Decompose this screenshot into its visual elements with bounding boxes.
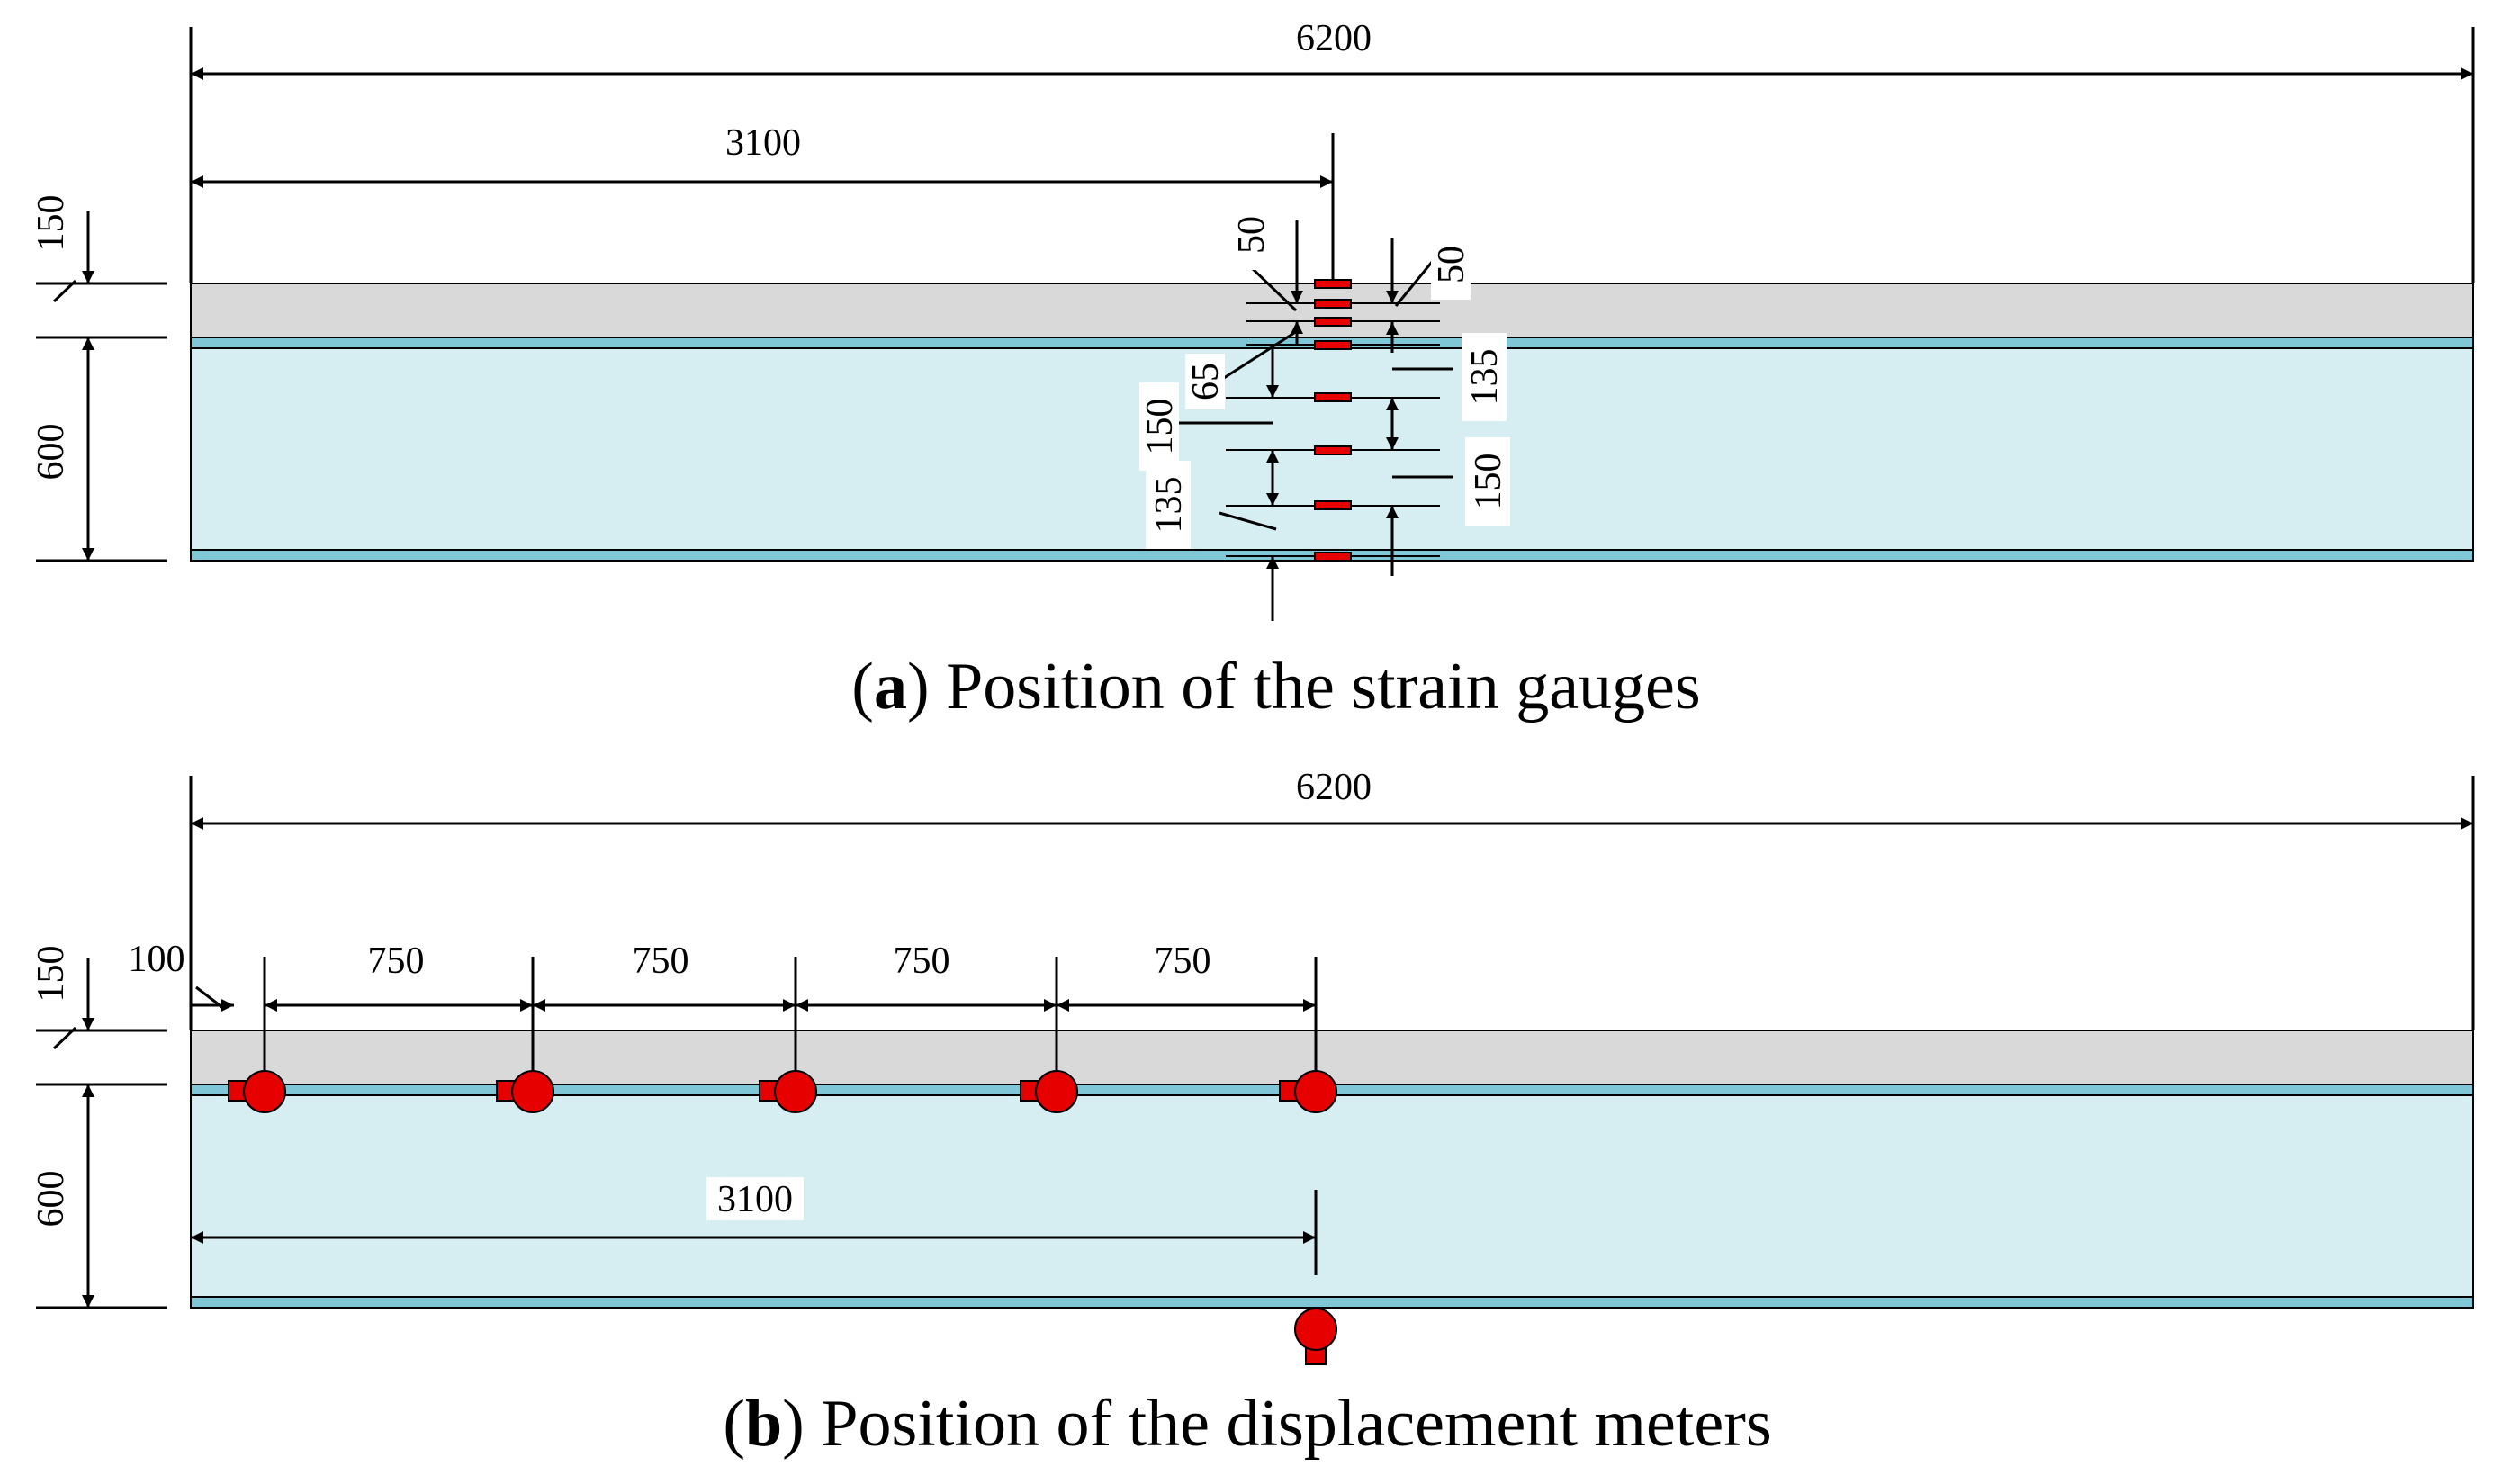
- caption-b: (b) Position of the displacement meters: [723, 1387, 1771, 1461]
- displacement-meter-3: [759, 1070, 817, 1113]
- strain-gauge-1: [1314, 279, 1352, 289]
- label-girder-height-b: 600: [31, 1171, 72, 1228]
- label-gauge-spacing-top-right: 50: [1431, 246, 1472, 283]
- concrete-deck-b: [190, 1030, 2474, 1085]
- concrete-deck-a: [190, 283, 2474, 338]
- dim-deck-thickness-b: [36, 958, 167, 1086]
- strain-gauge-3: [1314, 317, 1352, 327]
- strain-gauge-5: [1314, 392, 1352, 402]
- strain-gauge-2: [1314, 299, 1352, 309]
- label-spacing-2: 750: [633, 940, 689, 982]
- label-gauge-spacing-150-left: 150: [1139, 399, 1181, 455]
- label-gauge-spacing-65: 65: [1185, 363, 1227, 400]
- dim-total-length-a: [189, 27, 2475, 283]
- label-gauge-spacing-135-right: 135: [1464, 349, 1506, 406]
- caption-a: (a) Position of the strain gauges: [851, 650, 1700, 724]
- dim-half-length-a: [191, 133, 1335, 283]
- label-deck-thickness-a: 150: [31, 195, 72, 252]
- dim-deck-thickness-a: [36, 211, 167, 339]
- displacement-meter-1: [228, 1070, 286, 1113]
- label-gauge-spacing-150-right: 150: [1468, 454, 1509, 510]
- label-total-length-a: 6200: [1296, 18, 1372, 59]
- steel-web-b: [190, 1094, 2474, 1298]
- displacement-meters: [228, 1070, 1337, 1365]
- strain-gauge-7: [1314, 500, 1352, 510]
- strain-gauge-8: [1314, 552, 1352, 562]
- label-spacing-4: 750: [1155, 940, 1211, 982]
- dim-chain-left: [1141, 220, 1303, 621]
- label-gauge-spacing-135-left: 135: [1148, 477, 1190, 534]
- dim-half-length-b: [191, 1190, 1318, 1275]
- label-half-length-a: 3100: [725, 122, 801, 164]
- strain-gauge-4: [1314, 340, 1352, 350]
- displacement-meter-4: [1020, 1070, 1078, 1113]
- label-spacing-3: 750: [894, 940, 950, 982]
- label-deck-thickness-b: 150: [31, 946, 72, 1003]
- bottom-flange-b: [190, 1296, 2474, 1309]
- label-edge-offset: 100: [129, 939, 185, 980]
- dim-meter-spacing: [192, 957, 1318, 1075]
- displacement-meter-2: [496, 1070, 554, 1113]
- displacement-meter-5: [1279, 1070, 1337, 1113]
- panel-b-displacement-meters: 6200 150 600 100: [31, 767, 2475, 1461]
- strain-gauges: [1314, 279, 1352, 562]
- label-total-length-b: 6200: [1296, 767, 1372, 808]
- dim-girder-height-a: [36, 337, 167, 562]
- label-spacing-1: 750: [368, 940, 425, 982]
- strain-gauge-6: [1314, 445, 1352, 455]
- label-girder-height-a: 600: [31, 424, 72, 481]
- displacement-meter-bottom: [1294, 1308, 1337, 1365]
- label-half-length-b: 3100: [717, 1179, 793, 1220]
- label-gauge-spacing-top-left: 50: [1231, 216, 1273, 254]
- panel-a-strain-gauges: 6200 3100 150 600: [31, 18, 2475, 724]
- dim-total-length-b: [189, 776, 2475, 1030]
- dim-girder-height-b: [36, 1084, 167, 1309]
- dim-chain-right: [1386, 238, 1454, 576]
